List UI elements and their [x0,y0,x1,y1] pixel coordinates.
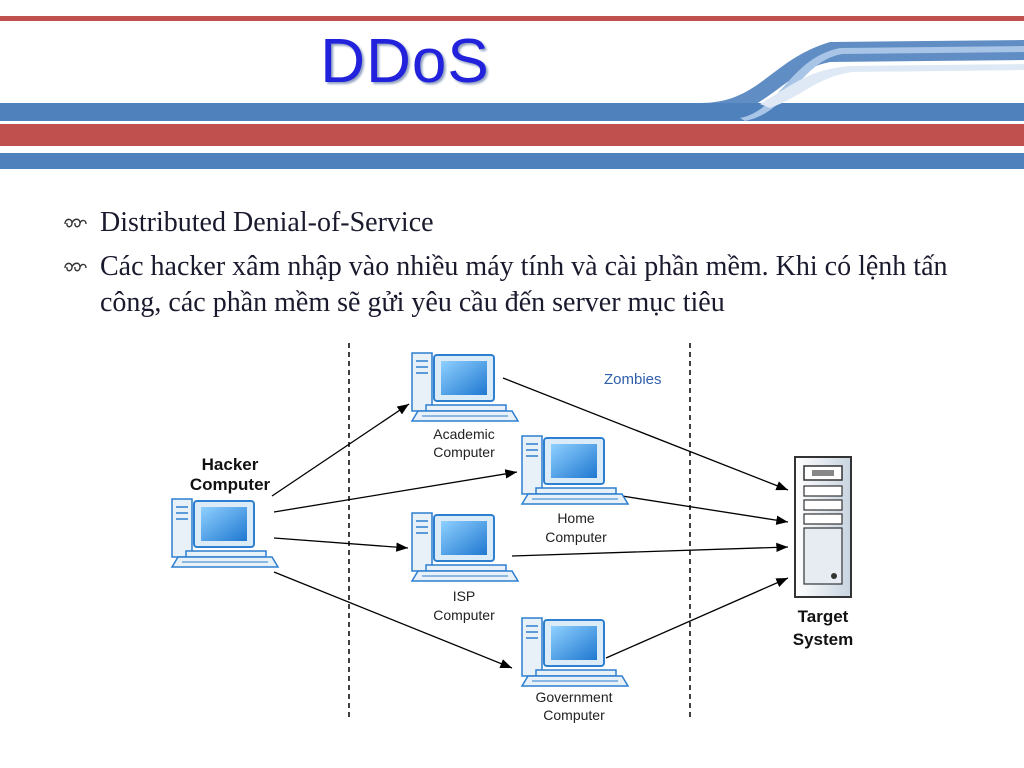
bullet-text: Distributed Denial-of-Service [100,207,434,238]
home-label-line1: Home [557,510,595,526]
arrow-home-target [621,495,789,525]
isp-label-line2: Computer [433,607,495,623]
arrow-hacker-isp [273,537,409,552]
government-label-line2: Computer [543,707,605,723]
slide-title: DDoS [320,27,490,96]
arrow-academic-target [502,377,789,491]
isp-computer-icon [411,512,519,582]
arrow-hacker-home [273,469,518,513]
hacker-label-line1: Hacker [202,455,259,474]
academic-label-line2: Computer [433,444,495,460]
arrow-isp-target [511,542,789,557]
government-label-line1: Government [535,689,612,705]
hacker-label-line2: Computer [190,475,271,494]
bullet-list: Distributed Denial-of-Service Các hacker… [62,205,982,329]
home-computer-icon [521,435,629,505]
server-tower-icon [794,456,852,598]
target-label-line2: System [793,630,853,649]
government-computer-icon [521,617,629,687]
arrow-hacker-government [273,571,513,669]
bullet-item: Distributed Denial-of-Service [62,205,982,241]
header-bands [0,16,1024,169]
bullet-item: Các hacker xâm nhập vào nhiều máy tính v… [62,249,982,321]
academic-computer-icon [411,352,519,422]
swirl-bullet-icon [64,218,87,228]
isp-label-line1: ISP [453,588,476,604]
arrow-hacker-academic [271,403,410,497]
academic-label-line1: Academic [433,426,494,442]
swirl-bullet-icon [64,262,87,272]
zombies-label: Zombies [604,371,662,388]
hacker-computer-icon [171,498,279,568]
arrow-government-target [605,577,789,659]
home-label-line2: Computer [545,529,607,545]
bullet-text: Các hacker xâm nhập vào nhiều máy tính v… [100,251,948,318]
target-label-line1: Target [798,607,849,626]
